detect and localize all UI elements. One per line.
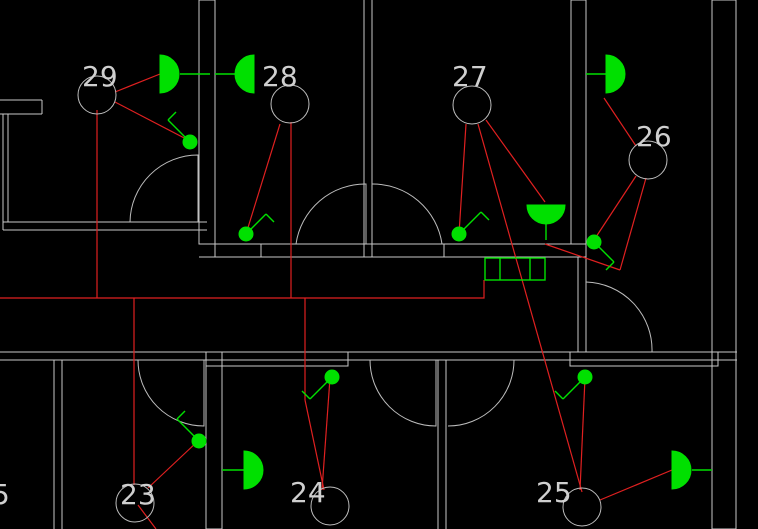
light-fixture-24 (310, 486, 350, 526)
label-28: 28 (262, 60, 298, 93)
wall-lamp-icon (215, 54, 255, 94)
wall-hatched-mid (570, 0, 587, 245)
ceiling-lights (77, 75, 668, 527)
label-edge: 5 (0, 478, 10, 511)
door-swings (129, 154, 653, 427)
label-23: 23 (120, 478, 156, 511)
label-24: 24 (290, 476, 326, 509)
room-labels: 29 28 27 26 25 24 23 5 (0, 60, 672, 511)
label-25: 25 (536, 476, 572, 509)
wall-hatched-left (198, 0, 216, 245)
switch-icon (586, 234, 615, 271)
wall-lamps (159, 54, 712, 490)
wall-lamp-icon (159, 54, 210, 94)
light-fixture-29 (77, 75, 117, 115)
switch-icon (301, 369, 340, 400)
light-fixture-25 (562, 487, 602, 527)
wiring (0, 73, 673, 529)
label-27: 27 (452, 60, 488, 93)
switches (167, 111, 615, 449)
label-26: 26 (636, 120, 672, 153)
light-fixture-23 (115, 483, 155, 523)
wall-lamp-icon (671, 450, 712, 490)
wall-hatched-seg-a (214, 243, 262, 258)
light-fixture-27 (452, 85, 492, 125)
light-fixture-28 (270, 84, 310, 124)
walls (0, 0, 737, 529)
wall-hatched-right (711, 0, 737, 529)
wall-hatched-seg-d (569, 351, 719, 367)
switch-icon (451, 211, 490, 242)
switch-icon (176, 410, 207, 449)
wall-lamp-icon (586, 54, 626, 94)
wall-lamp-icon (222, 450, 264, 490)
switch-icon (554, 369, 593, 400)
bowl-lamp-icon (526, 204, 566, 240)
switch-icon (238, 213, 275, 242)
label-29: 29 (82, 60, 118, 93)
junction-box (484, 257, 546, 281)
wall-hatched-seg-c (205, 351, 349, 367)
light-fixture-26 (628, 140, 668, 180)
wall-hatched-lower-left (205, 351, 223, 529)
switch-icon (167, 111, 198, 150)
